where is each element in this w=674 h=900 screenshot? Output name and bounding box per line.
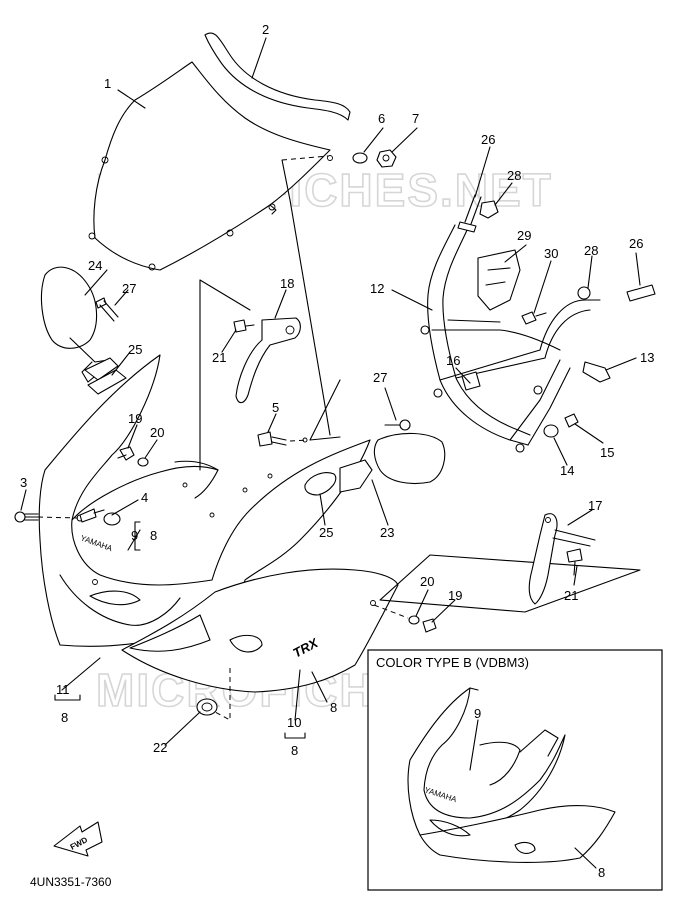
screw-3: [14, 511, 39, 523]
cowling-stay: [420, 224, 601, 453]
bolt-26-top: [457, 194, 482, 233]
callout-15: 15: [600, 445, 614, 460]
inset-title: COLOR TYPE B (VDBM3): [376, 655, 529, 670]
washer-20-lower: [408, 615, 420, 625]
callout-19-lower: 19: [448, 588, 462, 603]
windscreen: [88, 61, 331, 271]
callout-2: 2: [262, 22, 269, 37]
callout-labels: 1 2 3 4 5 6 7 8 8 8 8 8 9 9 10 11 12 13 …: [20, 22, 654, 880]
washer-20-upper: [137, 457, 149, 467]
callout-25-right: 25: [319, 525, 333, 540]
callout-10: 10: [287, 715, 301, 730]
callout-30: 30: [544, 246, 558, 261]
callout-4: 4: [141, 490, 148, 505]
callout-6: 6: [378, 111, 385, 126]
callout-18: 18: [280, 276, 294, 291]
bracket-29: [477, 249, 521, 311]
callout-21-lower: 21: [564, 588, 578, 603]
mirror-gasket-left: [87, 369, 127, 395]
grommet-4b: [103, 512, 121, 526]
fastener-22: [196, 698, 218, 716]
nut-7: [376, 149, 397, 168]
callout-16: 16: [446, 353, 460, 368]
bolt-26-right: [626, 284, 656, 302]
diagram-code: 4UN3351-7360: [30, 875, 112, 889]
bolt-5: [257, 431, 287, 447]
callout-12: 12: [370, 281, 384, 296]
callout-26-top: 26: [481, 132, 495, 147]
callout-1: 1: [104, 76, 111, 91]
callout-8-inset: 8: [598, 865, 605, 880]
mirror-gasket-right: [304, 472, 337, 496]
callout-9-inset: 9: [474, 706, 481, 721]
callout-8-panel-10: 8: [291, 743, 298, 758]
callout-22: 22: [153, 740, 167, 755]
damper-28-right: [577, 286, 591, 300]
callout-25-left: 25: [128, 342, 142, 357]
mirror-right-glass: [373, 432, 446, 485]
callout-28-right: 28: [584, 243, 598, 258]
bracket-18: [235, 317, 301, 404]
mirror-mount-23: [339, 459, 373, 493]
callout-27-left: 27: [122, 281, 136, 296]
bolt-21-lower: [566, 548, 583, 576]
callout-27-right: 27: [373, 370, 387, 385]
bolt-27-left: [95, 297, 119, 322]
clip-16: [461, 371, 481, 391]
callout-14: 14: [560, 463, 574, 478]
callout-8-side: 8: [330, 700, 337, 715]
callout-5: 5: [272, 400, 279, 415]
callout-7: 7: [412, 111, 419, 126]
callout-21-upper: 21: [212, 350, 226, 365]
nut-28-top: [479, 200, 499, 219]
callout-3: 3: [20, 475, 27, 490]
callout-24: 24: [88, 258, 102, 273]
yamaha-decal: YAMAHA: [79, 533, 114, 553]
callout-28-top: 28: [507, 168, 521, 183]
washer-6: [352, 152, 368, 164]
grommet-14: [543, 424, 559, 438]
screw-27-right: [384, 419, 411, 431]
windscreen-trim: [204, 32, 351, 121]
fwd-arrow-icon: FWD: [53, 821, 103, 857]
side-cowling: TRX: [121, 568, 399, 693]
callout-19-upper: 19: [128, 411, 142, 426]
bolt-4: [79, 508, 105, 523]
callout-23: 23: [380, 525, 394, 540]
callout-9: 9: [131, 528, 138, 543]
screw-19-upper: [117, 446, 135, 461]
callout-20-lower: 20: [420, 574, 434, 589]
callout-20-upper: 20: [150, 425, 164, 440]
callout-8-panel-11: 8: [61, 710, 68, 725]
screw-19-lower: [422, 618, 437, 633]
leader-lines: [20, 37, 641, 869]
bolt-21-upper: [233, 319, 255, 333]
bracket-17: [528, 513, 596, 605]
callout-26-right: 26: [629, 236, 643, 251]
callout-13: 13: [640, 350, 654, 365]
bolt-30: [521, 311, 547, 325]
callout-11: 11: [56, 682, 70, 697]
mirror: [40, 266, 119, 383]
callout-17: 17: [588, 498, 602, 513]
callout-29: 29: [517, 228, 531, 243]
screw-13: [582, 361, 611, 383]
callout-8-main: 8: [150, 528, 157, 543]
